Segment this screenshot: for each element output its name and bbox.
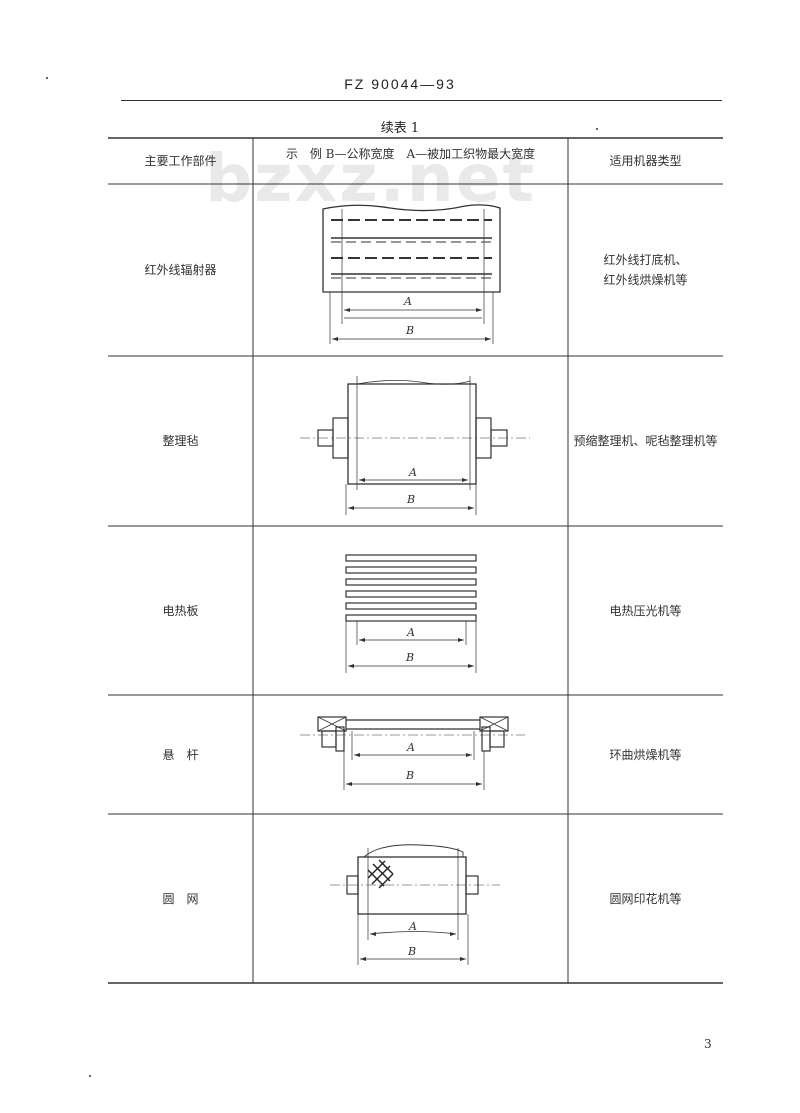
machine-type-line: 预缩整理机、呢毡整理机等: [573, 434, 718, 448]
dim-label-a: A: [406, 741, 415, 754]
dim-label-a: A: [403, 295, 412, 308]
dim-label-b: B: [405, 769, 414, 782]
machine-type-line: 红外线打底机、: [603, 253, 688, 267]
dim-label-a: A: [408, 920, 417, 933]
machine-type-line: 红外线烘燥机等: [603, 273, 688, 287]
machine-type-cell: 电热压光机等: [568, 526, 723, 695]
column-header-machine-type: 适用机器类型: [609, 154, 682, 168]
component-cell: 圆 网: [162, 891, 199, 906]
column-header-example: 示 例 B—公称宽度 A—被加工织物最大宽度: [253, 146, 568, 162]
example-title: 示 例: [285, 147, 322, 161]
screen-mesh-pattern: [367, 859, 394, 889]
dim-label-a: A: [408, 466, 417, 479]
dim-label-b: B: [406, 493, 415, 506]
component-cell: 红外线辐射器: [144, 263, 217, 277]
diagram-rotary-screen: [330, 844, 500, 965]
page-number: 3: [704, 1037, 712, 1051]
machine-type-cell: 预缩整理机、呢毡整理机等: [568, 356, 723, 526]
dim-label-b: B: [405, 651, 414, 664]
scan-speck: [596, 128, 598, 130]
machine-type-line: 圆网印花机等: [609, 891, 682, 906]
machine-type-line: 环曲烘燥机等: [609, 747, 682, 762]
machine-type-cell: 环曲烘燥机等: [568, 695, 723, 814]
watermark: bzxz.net: [205, 140, 537, 217]
machine-type-cell: 圆网印花机等: [568, 814, 723, 983]
header-rule: [121, 100, 722, 101]
diagram-heating-plate: [345, 554, 477, 673]
scan-speck: [46, 77, 48, 79]
component-cell: 整理毡: [162, 434, 199, 448]
table-caption: 续表 1: [380, 121, 420, 136]
dim-label-b: B: [407, 945, 416, 958]
component-cell: 电热板: [162, 603, 199, 618]
machine-type-cell: 红外线打底机、 红外线烘燥机等: [568, 184, 723, 356]
example-legend: B—公称宽度 A—被加工织物最大宽度: [325, 147, 536, 161]
diagram-suspension-rod: [300, 716, 525, 790]
scan-speck: [89, 1075, 91, 1077]
diagram-felt-roller: [300, 376, 530, 515]
component-cell: 悬 杆: [162, 747, 199, 762]
dim-label-b: B: [405, 324, 414, 337]
dim-label-a: A: [406, 626, 415, 639]
machine-type-line: 电热压光机等: [609, 603, 682, 618]
diagram-infrared-radiator: [322, 204, 501, 344]
standard-code: FZ 90044—93: [344, 76, 456, 92]
column-header-component: 主要工作部件: [144, 154, 217, 168]
